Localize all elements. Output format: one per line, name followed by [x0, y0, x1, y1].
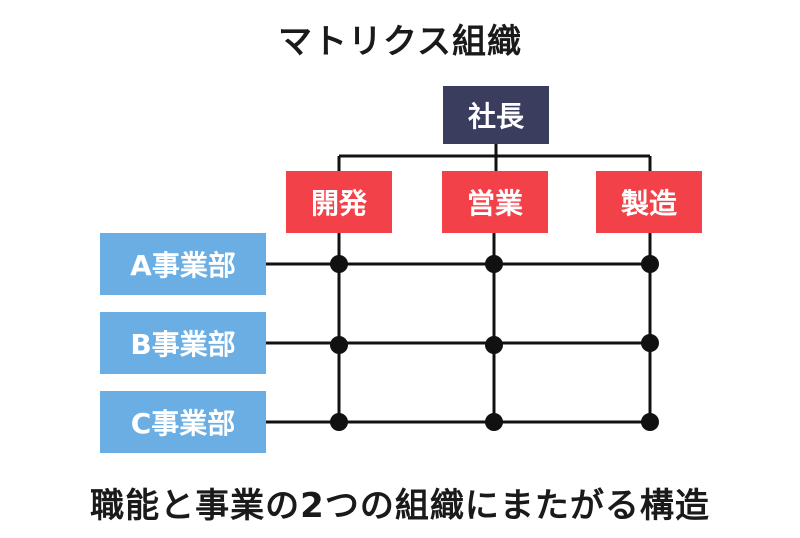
node-b-sales — [485, 336, 503, 354]
node-c-dev — [330, 413, 348, 431]
node-b-mfg — [641, 334, 659, 352]
node-a-sales — [485, 255, 503, 273]
node-b-dev — [330, 336, 348, 354]
node-c-mfg — [641, 413, 659, 431]
division-box-a: A事業部 — [100, 233, 266, 295]
division-box-b: B事業部 — [100, 312, 266, 374]
president-box: 社長 — [443, 86, 549, 144]
node-a-dev — [330, 255, 348, 273]
node-a-mfg — [641, 255, 659, 273]
diagram-caption: 職能と事業の2つの組織にまたがる構造 — [90, 486, 710, 526]
function-box-development: 開発 — [286, 171, 392, 233]
function-box-manufacturing: 製造 — [596, 171, 702, 233]
function-box-sales: 営業 — [442, 171, 548, 233]
diagram-title: マトリクス組織 — [278, 22, 522, 62]
node-c-sales — [485, 413, 503, 431]
division-box-c: C事業部 — [100, 391, 266, 453]
